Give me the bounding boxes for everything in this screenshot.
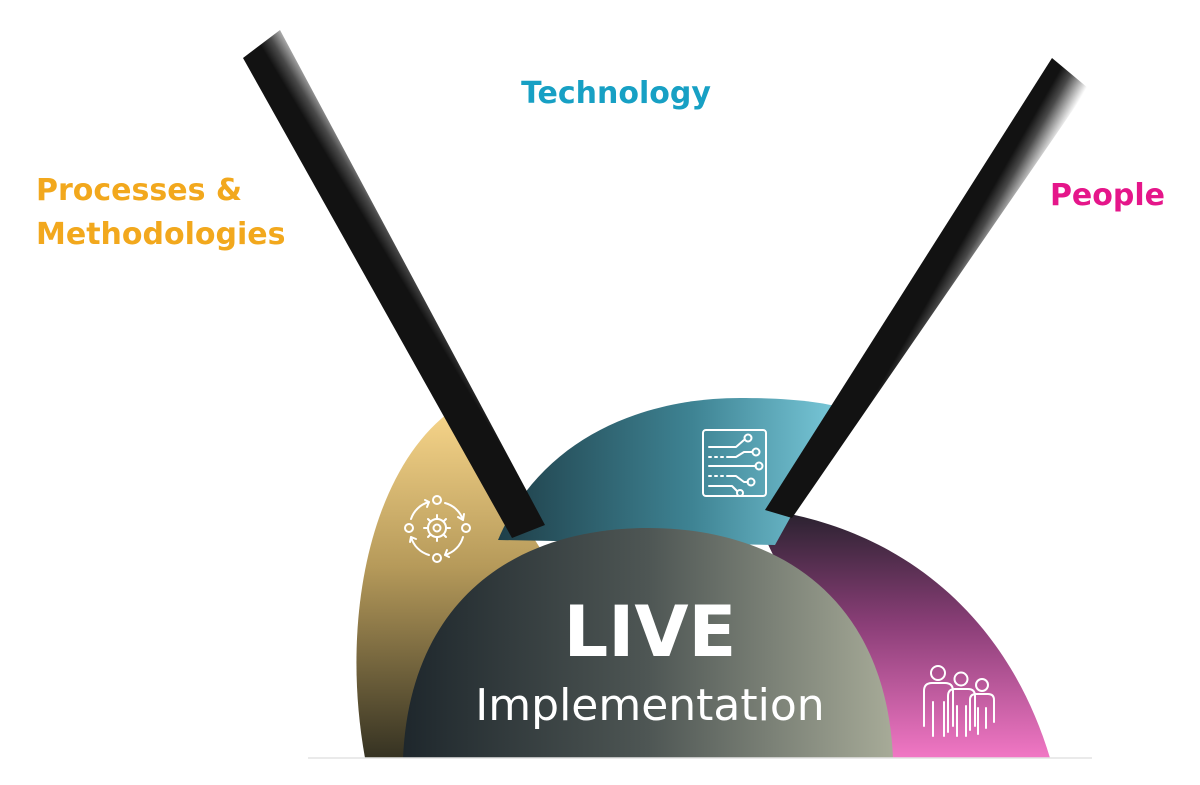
technology-label: Technology [521,76,711,111]
gear-cycle-icon [404,495,471,563]
processes-label-line1: Processes & [36,173,242,208]
left-divider-bar [243,30,545,538]
processes-label-line2: Methodologies [36,217,285,252]
right-divider-bar [765,58,1088,518]
people-label: People [1050,178,1165,213]
team-icon [923,665,995,737]
center-title: LIVE [564,591,737,673]
center-semicircle [403,528,893,758]
people-segment [765,514,1050,758]
circuit-board-icon [702,429,767,497]
technology-segment [498,398,850,545]
center-subtitle: Implementation [475,680,824,731]
